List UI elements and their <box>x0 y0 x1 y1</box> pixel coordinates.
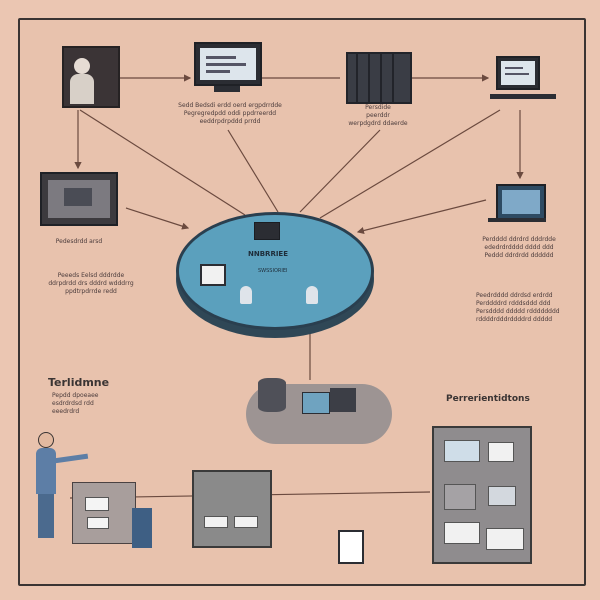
hub-server-icon <box>200 264 226 286</box>
document-icon <box>85 497 109 511</box>
top-server-caption: Persdide peerddr werpdgdrd ddaerde <box>348 104 408 127</box>
hub-person-icon <box>306 286 318 304</box>
mid-left-text: Peeeds Eelsd dddrdde ddrpdrdd drs dddrd … <box>48 272 134 295</box>
left-section-title: Terlidmne <box>48 376 110 389</box>
person-portrait-node <box>62 46 120 108</box>
server-rack-icon <box>346 52 412 104</box>
left-section-lines: Pepdd dpoeaee esdrdrdsd rdd eeedrdrd <box>52 392 99 415</box>
person-icon <box>38 432 54 448</box>
laptop-icon <box>496 56 540 90</box>
hub-title: NNBRRIEE <box>248 250 289 258</box>
monitor-icon <box>496 184 546 220</box>
person-body-icon <box>70 74 94 104</box>
hub-person-icon <box>240 286 252 304</box>
monitor-stand <box>488 218 546 222</box>
desk-panel <box>72 482 136 544</box>
link-right-hub <box>319 109 501 219</box>
top-monitor-caption: Sedd Bedsdi erdd oerd ergpdrrdde Pegregr… <box>178 102 282 125</box>
monitor-icon <box>194 42 262 86</box>
bottom-center-panel <box>192 470 272 548</box>
mid-right-caption: Perdddd ddrdrd dddrdde ededrdrdddd dddd … <box>482 236 556 259</box>
monitor-stand <box>214 86 240 92</box>
link-topleft-hub <box>79 109 246 216</box>
hub-laptop-icon <box>254 222 280 240</box>
server-rack-icon <box>330 388 356 412</box>
mid-right-text: Peedrdddd ddrdsd erdrdd Perddddrd rdddsd… <box>476 292 560 323</box>
link-midleft-hub <box>125 207 190 230</box>
laptop-base <box>490 94 556 99</box>
document-icon <box>87 517 109 529</box>
picture-frame-icon <box>338 530 364 564</box>
database-icon <box>258 378 286 412</box>
mid-left-caption: Pedesdrdd arsd <box>55 238 103 245</box>
link-server-hub <box>299 129 381 213</box>
right-section-title: Perrerientidtons <box>446 394 530 404</box>
chair-icon <box>132 508 152 548</box>
person-body <box>36 448 56 494</box>
presentation-board-icon <box>432 426 532 564</box>
link-midright-hub <box>356 199 487 235</box>
link-monitor-hub <box>227 129 279 213</box>
monitor-icon <box>40 172 118 226</box>
hub-subtitle: SWSSIORIEI <box>258 268 288 274</box>
person-icon <box>74 58 90 74</box>
person-legs <box>38 494 54 538</box>
document-icon <box>302 392 330 414</box>
